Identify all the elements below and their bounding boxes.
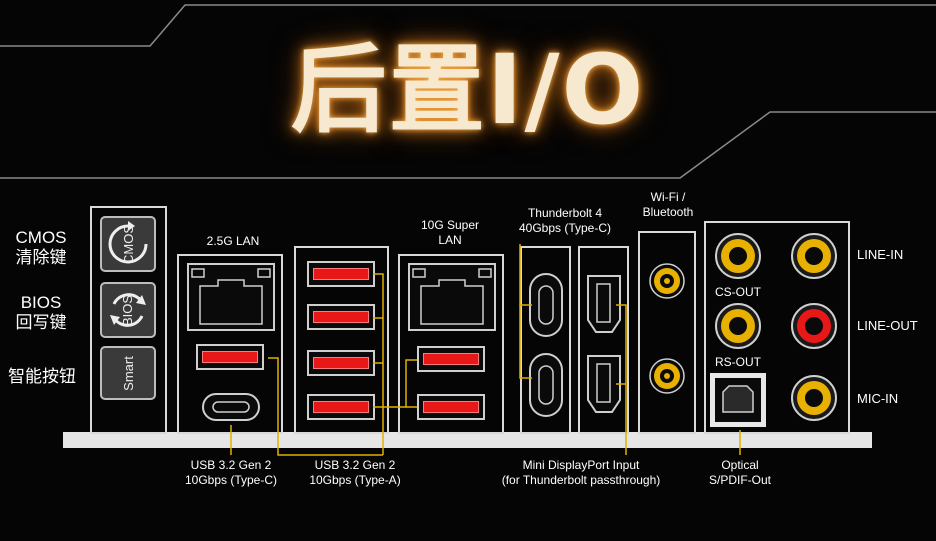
lan10-label: 10G Super LAN [398,218,502,248]
mini-dp-label-line2: (for Thunderbolt passthrough) [501,473,661,487]
optical-label-line1: Optical [721,458,759,472]
thunderbolt-label-line1: Thunderbolt 4 [527,206,603,220]
cmos-reset-icon [108,221,148,264]
bios-label-line2: 回写键 [15,313,67,332]
audio-jack-icon [791,375,837,421]
usb-a-port [307,304,375,330]
thunderbolt-label: Thunderbolt 4 40Gbps (Type-C) [500,206,630,236]
bios-flashback-label: BIOS 回写键 [6,293,76,333]
usb-a-port [196,344,264,370]
lan10-label-line1: 10G Super [420,218,480,232]
optical-label-line2: S/PDIF-Out [708,473,771,487]
mini-dp-label: Mini DisplayPort Input (for Thunderbolt … [474,458,688,488]
thunderbolt-port-icon [529,273,563,337]
usb-c-label: USB 3.2 Gen 2 10Gbps (Type-C) [164,458,298,488]
usb-a-port [307,394,375,420]
io-shield-base [63,432,872,448]
mini-dp-label-line1: Mini DisplayPort Input [522,458,640,472]
usb-a-label-line2: 10Gbps (Type-A) [309,473,401,487]
wifi-label: Wi-Fi / Bluetooth [628,190,708,220]
cmos-label-line1: CMOS [15,228,67,247]
usb-a-port [307,350,375,376]
mic-in-label: MIC-IN [857,391,899,406]
line-in-label: LINE-IN [857,247,904,262]
smart-button[interactable]: Smart [100,346,156,400]
audio-jack-icon [715,303,761,349]
audio-jack-icon [791,303,837,349]
ethernet-port-icon [408,263,496,331]
ethernet-port-icon [187,263,275,331]
antenna-connector-icon [649,358,685,394]
mini-displayport-icon [587,275,621,333]
thunderbolt-label-line2: 40Gbps (Type-C) [518,221,612,235]
optical-label: Optical S/PDIF-Out [694,458,786,488]
cs-out-label: CS-OUT [715,285,761,299]
usb-a-label-line1: USB 3.2 Gen 2 [314,458,396,472]
smart-button-label: 智能按钮 [8,367,76,386]
lan10-label-line2: LAN [438,233,462,247]
rs-out-label: RS-OUT [715,355,761,369]
cmos-clear-label: CMOS 清除键 [6,228,76,268]
usb-a-label: USB 3.2 Gen 2 10Gbps (Type-A) [288,458,422,488]
lan25-label: 2.5G LAN [206,234,260,248]
cmos-label-line2: 清除键 [15,248,67,267]
wifi-label-line1: Wi-Fi / [650,190,686,204]
usb-c-port-icon [202,393,260,421]
usb-a-port [417,346,485,372]
bios-label-line1: BIOS [20,293,62,312]
bios-refresh-icon [110,293,146,327]
optical-port-icon [710,373,766,427]
audio-jack-icon [715,233,761,279]
antenna-connector-icon [649,263,685,299]
audio-jack-icon [791,233,837,279]
thunderbolt-port-icon [529,353,563,417]
wifi-label-line2: Bluetooth [642,205,694,219]
usb-a-port [307,261,375,287]
bios-flashback-button[interactable]: BIOS [100,282,156,338]
usb-a-port [417,394,485,420]
line-out-label: LINE-OUT [857,318,918,333]
page-title: 后置I/O [290,34,646,146]
usb-c-label-line1: USB 3.2 Gen 2 [190,458,272,472]
usb-c-label-line2: 10Gbps (Type-C) [184,473,278,487]
mini-displayport-icon [587,355,621,413]
